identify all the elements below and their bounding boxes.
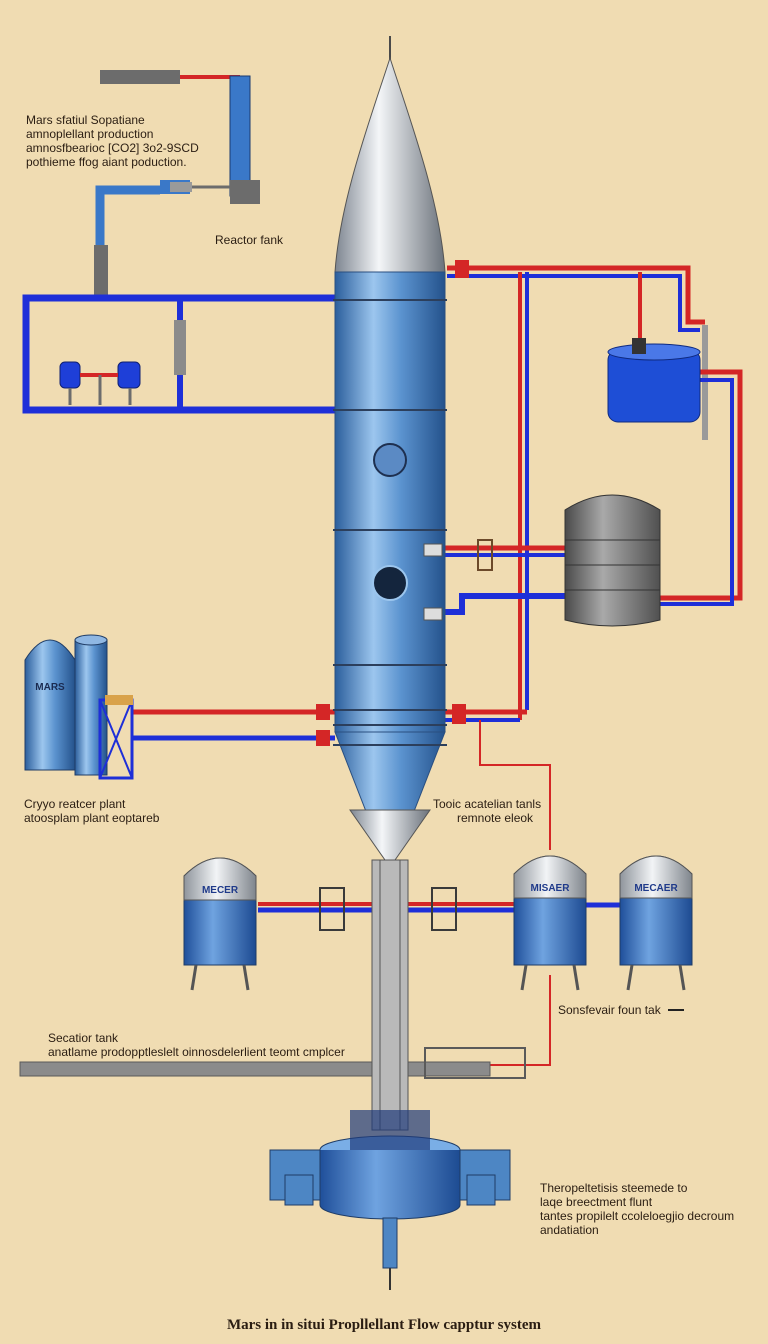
reactor-downpipe	[371, 859, 409, 1131]
reactor-porthole-bottom	[372, 565, 408, 601]
mars-column-cap	[74, 634, 108, 646]
note-top-left-line-3: amnosfbearioc [CO2] 3o2-9SCD	[26, 141, 199, 155]
red-flange-2	[316, 730, 330, 746]
red-flange	[316, 704, 330, 720]
tank-left-dome	[183, 857, 257, 901]
valve-cluster-right	[452, 260, 493, 724]
reactor-funnel-tip	[349, 809, 431, 861]
bottom-right-note: Theropeltetisis steemede to laqe breectm…	[540, 1181, 734, 1237]
pump-right	[117, 361, 141, 389]
reactor-body	[334, 271, 446, 733]
pump-legs	[68, 375, 132, 405]
blue-feed-pipe	[95, 185, 160, 300]
red-valve-lower	[452, 704, 466, 724]
blue-lower-pipe	[440, 593, 570, 615]
center-right-line-1: Tooic acatelian tanls	[433, 797, 542, 811]
base-machinery	[350, 1110, 430, 1150]
red-right-loop	[660, 369, 743, 601]
reactor-porthole-top	[373, 443, 407, 477]
red-valve	[455, 260, 469, 278]
diagram-title: Mars in in situi Propllellant Flow cappt…	[226, 1317, 542, 1333]
tank-right-b-dome	[619, 855, 693, 899]
blue-right-loop	[660, 378, 734, 606]
thin-red-line	[479, 720, 551, 850]
bottom-right-line-4: andatiation	[540, 1223, 599, 1237]
capture-base[interactable]	[269, 1110, 511, 1290]
gray-coupler	[170, 182, 192, 192]
valve-frame-left	[319, 887, 345, 931]
storage-tank-note: Sonsfevair foun tak	[558, 1003, 661, 1017]
base-drum	[319, 1150, 461, 1220]
pipe-network-top-left	[22, 70, 335, 414]
cryo-line-1: Cryyo reatcer plant	[24, 797, 126, 811]
note-top-left-line-4: pothieme ffog aiant poduction.	[26, 155, 187, 169]
gray-pipe-joint	[94, 245, 108, 300]
base-left-foot	[284, 1174, 314, 1206]
pump-left	[59, 361, 81, 389]
mars-plant[interactable]: MARS	[24, 634, 134, 780]
cryo-plant-label: Cryyo reatcer plant atoosplam plant eopt…	[24, 797, 159, 825]
gray-tank-seams	[565, 539, 660, 591]
note-top-left-line-2: amnoplellant production	[26, 127, 154, 141]
center-right-line-2: remnote eleok	[457, 811, 534, 825]
tank-right-b-label: MECAER	[634, 883, 678, 894]
gray-pipe-segment	[100, 70, 180, 84]
blue-top-pipe	[447, 274, 700, 332]
note-top-left: Mars sfatiul Sopatiane amnoplellant prod…	[26, 113, 199, 169]
base-right-foot	[466, 1174, 496, 1206]
reactor-nose-cone	[334, 56, 446, 273]
gray-tank-body	[564, 494, 661, 627]
tank-left-label: MECER	[202, 885, 239, 896]
tank-right-a-label: MISAER	[531, 883, 571, 894]
cryo-tank-lid	[607, 343, 701, 361]
mars-tank-label: MARS	[35, 682, 65, 693]
separator-note: Secatior tank anatlame prodopptleslelt o…	[48, 1031, 345, 1059]
mars-column	[74, 639, 108, 776]
tank-right-b-legs	[626, 964, 686, 991]
note-top-left-line-1: Mars sfatiul Sopatiane	[26, 113, 145, 127]
rail-frame	[424, 1047, 526, 1079]
separator-line-1: Secatior tank	[48, 1031, 119, 1045]
bottom-right-line-2: laqe breectment flunt	[540, 1195, 653, 1209]
storage-tank-left[interactable]: MECER	[183, 857, 257, 991]
mars-scaffold-brace	[99, 699, 133, 779]
cryo-tank-cap	[632, 338, 646, 354]
tank-right-a-legs	[520, 964, 580, 991]
mars-silo	[24, 639, 76, 771]
bottom-right-line-3: tantes propilelt ccoleloegjio decroum	[540, 1209, 735, 1223]
cryo-tank-top-right[interactable]	[607, 338, 701, 423]
red-top-pipe	[447, 265, 705, 325]
valve-frame	[477, 539, 493, 571]
reactor-tank-label: Reactor fank	[215, 233, 284, 247]
storage-tank-right-a[interactable]: MISAER	[513, 855, 587, 991]
reactor-nozzle-2	[423, 607, 443, 621]
bottom-right-line-1: Theropeltetisis steemede to	[540, 1181, 688, 1195]
pump-assembly	[59, 361, 141, 405]
mars-scaffold-top	[105, 695, 133, 705]
cryo-line-2: atoosplam plant eoptareb	[24, 811, 160, 825]
gray-valve-block	[230, 180, 260, 204]
pipe-network-right	[440, 260, 743, 1066]
tank-right-a-dome	[513, 855, 587, 899]
cryo-tank-body	[607, 349, 701, 423]
base-outlet	[382, 1217, 398, 1269]
separator-line-2: anatlame prodopptleslelt oinnosdelerlien…	[48, 1045, 345, 1059]
separator-rail	[19, 1061, 491, 1077]
gray-storage-tank[interactable]	[564, 494, 661, 627]
gray-pipe-insert	[174, 320, 186, 375]
center-right-note: Tooic acatelian tanls remnote eleok	[433, 797, 541, 825]
reactor-rings	[333, 299, 447, 746]
thin-red-return	[480, 975, 551, 1066]
storage-tank-right-b[interactable]: MECAER	[619, 855, 693, 991]
reactor-nozzle	[423, 543, 443, 557]
bottom-valve-frames	[319, 887, 457, 931]
valve-frame-right	[431, 887, 457, 931]
reactor-tower[interactable]	[333, 36, 447, 1131]
blue-riser-pipe	[229, 75, 251, 197]
tank-left-legs	[190, 964, 250, 991]
